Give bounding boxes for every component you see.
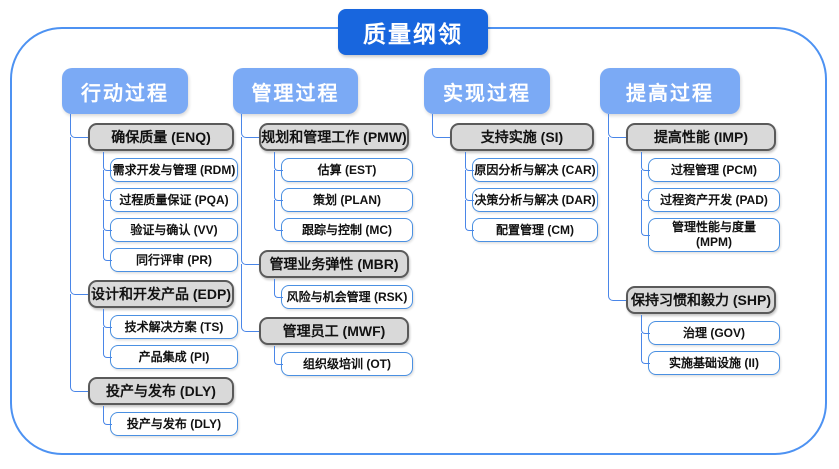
section-box-dly: 投产与发布 (DLY) bbox=[88, 377, 234, 405]
item-box-mpm: 管理性能与度量 (MPM) bbox=[641, 213, 780, 252]
item-box-pad: 过程资产开发 (PAD) bbox=[641, 183, 780, 218]
item-box-gov: 治理 (GOV) bbox=[641, 315, 780, 351]
item-box-ot: 组织级培训 (OT) bbox=[274, 346, 413, 376]
item-box-pr: 同行评审 (PR) bbox=[103, 243, 238, 272]
section-list: 确保质量 (ENQ) 需求开发与管理 (RDM) 过程质量保证 (PQA) 验证… bbox=[62, 114, 238, 436]
section-shp: 保持习惯和毅力 (SHP) 治理 (GOV) 实施基础设施 (II) bbox=[608, 252, 780, 375]
column-header-action: 行动过程 bbox=[62, 68, 188, 114]
section-box-imp: 提高性能 (IMP) bbox=[626, 123, 776, 151]
item-box-dar: 决策分析与解决 (DAR) bbox=[465, 183, 598, 218]
section-box-mbr: 管理业务弹性 (MBR) bbox=[259, 250, 409, 278]
section-mwf: 管理员工 (MWF) 组织级培训 (OT) bbox=[241, 309, 413, 376]
process-column-action: 行动过程 确保质量 (ENQ) 需求开发与管理 (RDM) 过程质量保证 (PQ… bbox=[62, 68, 238, 436]
item-box-pqa: 过程质量保证 (PQA) bbox=[103, 183, 238, 218]
section-edp: 设计和开发产品 (EDP) 技术解决方案 (TS) 产品集成 (PI) bbox=[70, 272, 238, 377]
item-box-rsk: 风险与机会管理 (RSK) bbox=[274, 279, 413, 309]
section-box-edp: 设计和开发产品 (EDP) bbox=[88, 280, 234, 308]
column-header-realization: 实现过程 bbox=[424, 68, 550, 114]
item-box-cm: 配置管理 (CM) bbox=[465, 213, 598, 242]
item-list: 过程管理 (PCM) 过程资产开发 (PAD) 管理性能与度量 (MPM) bbox=[641, 152, 780, 252]
section-box-mwf: 管理员工 (MWF) bbox=[259, 317, 409, 345]
process-column-improvement: 提高过程 提高性能 (IMP) 过程管理 (PCM) 过程资产开发 (PAD) … bbox=[600, 68, 780, 375]
item-list: 原因分析与解决 (CAR) 决策分析与解决 (DAR) 配置管理 (CM) bbox=[465, 152, 598, 242]
process-column-management: 管理过程 规划和管理工作 (PMW) 估算 (EST) 策划 (PLAN) 跟踪… bbox=[233, 68, 413, 376]
section-mbr: 管理业务弹性 (MBR) 风险与机会管理 (RSK) bbox=[241, 242, 413, 317]
item-box-car: 原因分析与解决 (CAR) bbox=[465, 152, 598, 188]
section-box-enq: 确保质量 (ENQ) bbox=[88, 123, 234, 151]
item-box-plan: 策划 (PLAN) bbox=[274, 183, 413, 218]
column-header-improvement: 提高过程 bbox=[600, 68, 740, 114]
item-box-est: 估算 (EST) bbox=[274, 152, 413, 188]
section-box-pmw: 规划和管理工作 (PMW) bbox=[259, 123, 409, 151]
column-header-management: 管理过程 bbox=[233, 68, 358, 114]
section-list: 规划和管理工作 (PMW) 估算 (EST) 策划 (PLAN) 跟踪与控制 (… bbox=[233, 114, 413, 376]
section-dly: 投产与发布 (DLY) 投产与发布 (DLY) bbox=[70, 369, 238, 436]
item-box-rdm: 需求开发与管理 (RDM) bbox=[103, 152, 238, 188]
item-box-ii: 实施基础设施 (II) bbox=[641, 346, 780, 375]
item-list: 风险与机会管理 (RSK) bbox=[274, 279, 413, 309]
item-box-vv: 验证与确认 (VV) bbox=[103, 213, 238, 248]
item-box-pcm: 过程管理 (PCM) bbox=[641, 152, 780, 188]
diagram-title: 质量纲领 bbox=[338, 9, 488, 55]
item-list: 组织级培训 (OT) bbox=[274, 346, 413, 376]
section-pmw: 规划和管理工作 (PMW) 估算 (EST) 策划 (PLAN) 跟踪与控制 (… bbox=[241, 114, 413, 250]
item-list: 估算 (EST) 策划 (PLAN) 跟踪与控制 (MC) bbox=[274, 152, 413, 242]
item-list: 技术解决方案 (TS) 产品集成 (PI) bbox=[103, 309, 238, 369]
item-box-dly: 投产与发布 (DLY) bbox=[103, 406, 238, 436]
item-list: 需求开发与管理 (RDM) 过程质量保证 (PQA) 验证与确认 (VV) 同行… bbox=[103, 152, 238, 272]
section-imp: 提高性能 (IMP) 过程管理 (PCM) 过程资产开发 (PAD) 管理性能与… bbox=[608, 114, 780, 260]
item-list: 投产与发布 (DLY) bbox=[103, 406, 238, 436]
item-box-ts: 技术解决方案 (TS) bbox=[103, 309, 238, 345]
section-box-si: 支持实施 (SI) bbox=[450, 123, 594, 151]
section-list: 支持实施 (SI) 原因分析与解决 (CAR) 决策分析与解决 (DAR) 配置… bbox=[424, 114, 598, 242]
section-box-shp: 保持习惯和毅力 (SHP) bbox=[626, 286, 776, 314]
section-list: 提高性能 (IMP) 过程管理 (PCM) 过程资产开发 (PAD) 管理性能与… bbox=[600, 114, 780, 375]
section-enq: 确保质量 (ENQ) 需求开发与管理 (RDM) 过程质量保证 (PQA) 验证… bbox=[70, 114, 238, 280]
item-box-pi: 产品集成 (PI) bbox=[103, 340, 238, 369]
item-box-mc: 跟踪与控制 (MC) bbox=[274, 213, 413, 242]
item-list: 治理 (GOV) 实施基础设施 (II) bbox=[641, 315, 780, 375]
process-column-realization: 实现过程 支持实施 (SI) 原因分析与解决 (CAR) 决策分析与解决 (DA… bbox=[424, 68, 598, 242]
section-si: 支持实施 (SI) 原因分析与解决 (CAR) 决策分析与解决 (DAR) 配置… bbox=[432, 114, 598, 242]
